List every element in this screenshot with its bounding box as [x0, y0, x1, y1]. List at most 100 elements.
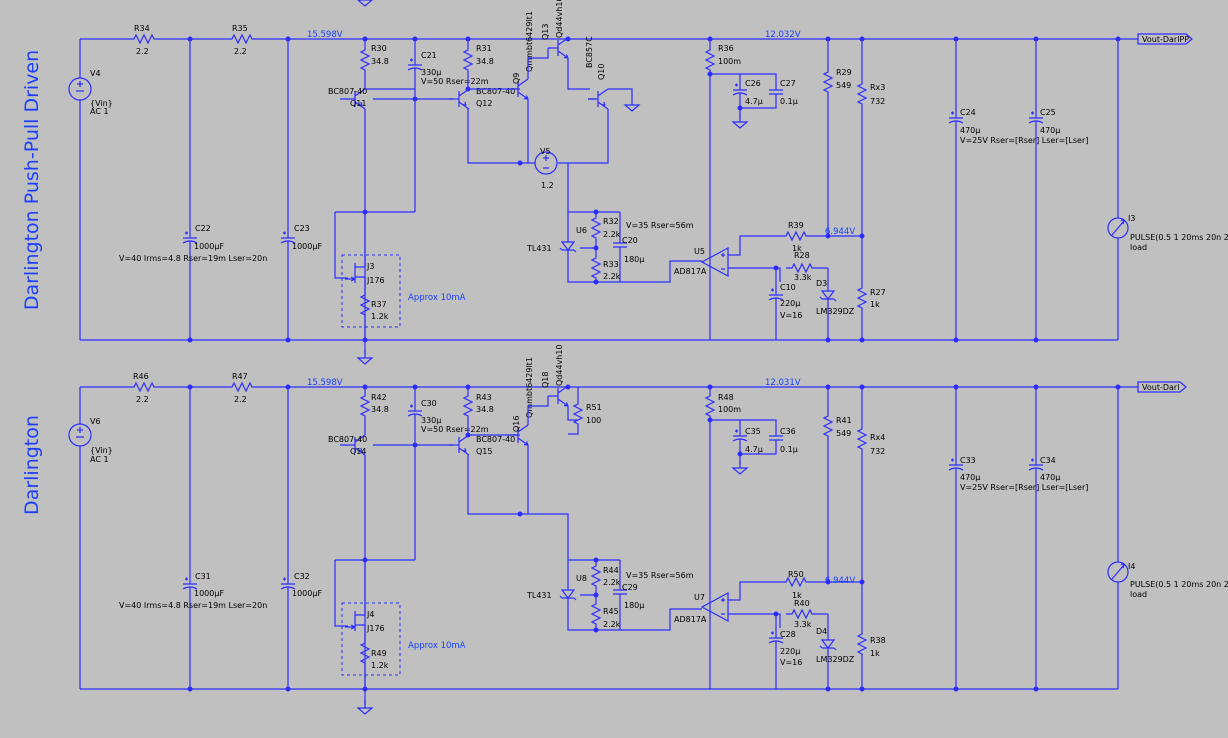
svg-text:2.2k: 2.2k: [603, 272, 621, 281]
svg-text:PULSE(0.5 1 20ms 20n 2: PULSE(0.5 1 20ms 20n 2: [1130, 580, 1228, 589]
transistor-Q15[interactable]: [448, 434, 470, 456]
svg-text:C34: C34: [1040, 456, 1056, 465]
jfet-J4[interactable]: [344, 602, 366, 638]
svg-text:330µ: 330µ: [421, 68, 441, 77]
svg-text:Qd44vh10: Qd44vh10: [555, 0, 564, 38]
svg-text:100m: 100m: [718, 57, 741, 66]
zener-D3[interactable]: [819, 284, 837, 306]
svg-text:34.8: 34.8: [476, 405, 494, 414]
zener-U8[interactable]: [559, 583, 577, 605]
resistor-R50[interactable]: [779, 577, 813, 587]
svg-text:R29: R29: [836, 68, 852, 77]
resistor-R48[interactable]: [705, 389, 715, 423]
resistor-R31[interactable]: [463, 43, 473, 77]
svg-text:2.2k: 2.2k: [603, 230, 621, 239]
approx-current-box: [341, 602, 401, 676]
svg-text:2.2: 2.2: [136, 47, 149, 56]
svg-text:Vout-DarlPP: Vout-DarlPP: [1142, 35, 1189, 44]
current-source-I4[interactable]: [1107, 561, 1129, 583]
svg-text:J4: J4: [366, 610, 374, 619]
svg-text:6.944V: 6.944V: [825, 227, 855, 237]
title-lower: Darlington: [21, 415, 43, 515]
svg-text:1.2k: 1.2k: [371, 661, 389, 670]
svg-text:C20: C20: [622, 236, 638, 245]
approx-current-box: [341, 254, 401, 328]
svg-text:C26: C26: [745, 79, 761, 88]
svg-text:V5: V5: [540, 147, 551, 156]
resistor-R40[interactable]: [785, 609, 819, 619]
svg-text:1000µF: 1000µF: [194, 589, 224, 598]
resistor-R36[interactable]: [705, 43, 715, 77]
svg-text:180µ: 180µ: [624, 601, 644, 610]
svg-text:D3: D3: [816, 279, 827, 288]
svg-text:6.944V: 6.944V: [825, 576, 855, 586]
resistor-R29[interactable]: [823, 65, 833, 99]
svg-text:Q12: Q12: [476, 99, 492, 108]
resistor-R30[interactable]: [360, 43, 370, 77]
svg-text:C27: C27: [780, 79, 796, 88]
svg-text:AD817A: AD817A: [674, 615, 707, 624]
resistor-R41[interactable]: [823, 409, 833, 443]
svg-text:1k: 1k: [792, 591, 802, 600]
resistor-Rx4[interactable]: [857, 422, 867, 456]
svg-text:R37: R37: [371, 300, 387, 309]
svg-text:C35: C35: [745, 427, 761, 436]
jfet-J3[interactable]: [344, 254, 366, 290]
svg-text:15.598V: 15.598V: [307, 378, 343, 388]
resistor-R43[interactable]: [463, 389, 473, 423]
svg-text:C21: C21: [421, 51, 437, 60]
svg-text:AC 1: AC 1: [90, 107, 109, 116]
resistor-R51[interactable]: [573, 397, 583, 431]
svg-text:LM329DZ: LM329DZ: [816, 655, 855, 664]
svg-text:R50: R50: [788, 570, 804, 579]
svg-text:732: 732: [870, 97, 885, 106]
resistor-R46[interactable]: [127, 382, 161, 392]
transistor-Q12[interactable]: [448, 88, 470, 110]
resistor-R34[interactable]: [127, 34, 161, 44]
svg-text:12.031V: 12.031V: [765, 378, 801, 388]
resistor-R38[interactable]: [857, 627, 867, 661]
svg-text:Darlington Push-Pull Driven: Darlington Push-Pull Driven: [21, 50, 43, 310]
darlington-push-pull-circuit: Darlington Push-Pull Driven V4 {Vin} AC …: [21, 0, 1228, 365]
resistor-R39[interactable]: [779, 231, 813, 241]
svg-text:2.2: 2.2: [234, 47, 247, 56]
svg-text:C29: C29: [622, 583, 638, 592]
voltage-source-V4[interactable]: [68, 77, 92, 101]
zener-U6[interactable]: [559, 235, 577, 257]
resistor-R32[interactable]: [591, 211, 601, 245]
resistor-R47[interactable]: [225, 382, 259, 392]
svg-text:R38: R38: [870, 636, 886, 645]
svg-text:R51: R51: [586, 403, 602, 412]
port-vout-darl[interactable]: Vout-Darl: [1137, 381, 1187, 393]
transistor-Q13[interactable]: [547, 37, 569, 59]
transistor-Q18[interactable]: [547, 385, 569, 407]
svg-text:R31: R31: [476, 44, 492, 53]
svg-text:Vout-Darl: Vout-Darl: [1142, 383, 1179, 392]
resistor-R33[interactable]: [591, 251, 601, 285]
current-source-I3[interactable]: [1107, 217, 1129, 239]
resistor-R45[interactable]: [591, 597, 601, 631]
svg-text:TL431: TL431: [526, 244, 552, 253]
resistor-R28[interactable]: [785, 263, 819, 273]
svg-text:1000µF: 1000µF: [292, 589, 322, 598]
capacitor-C21[interactable]: [407, 54, 423, 80]
svg-text:V=50 Rser=22m: V=50 Rser=22m: [421, 77, 489, 86]
voltage-source-V6[interactable]: [68, 423, 92, 447]
svg-text:15.598V: 15.598V: [307, 30, 343, 40]
resistor-Rx3[interactable]: [857, 77, 867, 111]
svg-text:R35: R35: [232, 24, 248, 33]
svg-text:R33: R33: [603, 260, 619, 269]
svg-text:AC 1: AC 1: [90, 455, 109, 464]
capacitor-C30[interactable]: [407, 400, 423, 426]
zener-D4[interactable]: [819, 633, 837, 655]
svg-text:549: 549: [836, 429, 851, 438]
resistor-R35[interactable]: [225, 34, 259, 44]
svg-text:{Vin}: {Vin}: [90, 446, 113, 455]
resistor-R44[interactable]: [591, 559, 601, 593]
svg-text:Qmmbt6429lt1: Qmmbt6429lt1: [525, 357, 534, 418]
svg-text:U6: U6: [576, 226, 587, 235]
port-vout-darlpp[interactable]: Vout-DarlPP: [1137, 33, 1193, 45]
resistor-R27[interactable]: [857, 281, 867, 315]
resistor-R42[interactable]: [360, 389, 370, 423]
svg-text:C36: C36: [780, 427, 796, 436]
